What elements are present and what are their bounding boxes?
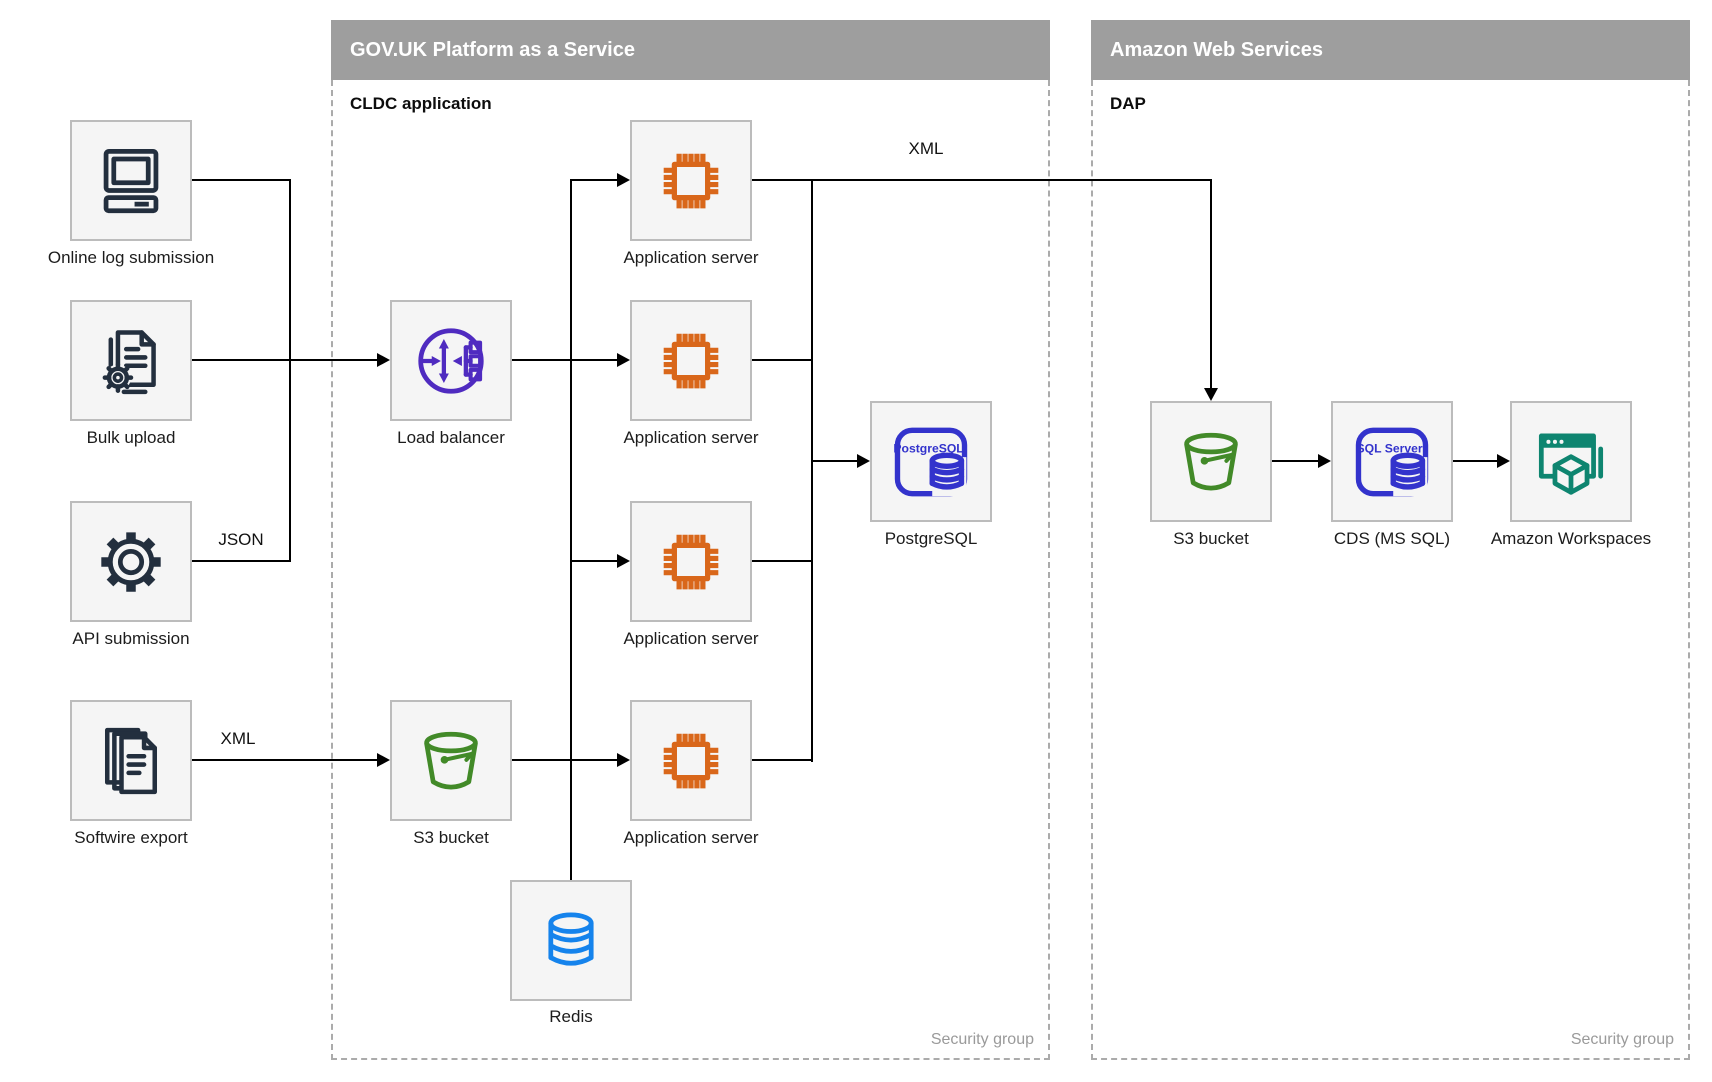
app-server-4-label: Application server <box>623 828 759 847</box>
redis-label: Redis <box>549 1007 593 1026</box>
gear-icon <box>101 531 161 592</box>
arrowhead-into-cds <box>1318 454 1331 468</box>
aws-container: Amazon Web Services DAP Security group <box>1091 20 1690 1060</box>
amazon-workspaces-node <box>1510 401 1632 522</box>
online-log-label: Online log submission <box>47 248 215 267</box>
cldc-application-label: CLDC application <box>350 94 492 113</box>
app-server-4-node <box>630 700 752 821</box>
edge-softwire-xml-to-s3 <box>192 759 377 761</box>
edge-onlinelog-to-merge <box>192 179 291 181</box>
cpu-chip-icon <box>663 153 719 208</box>
app-server-3-label: Application server <box>623 629 759 648</box>
softwire-export-label: Softwire export <box>74 828 188 847</box>
s3-bucket-icon <box>424 731 478 789</box>
aws-header: Amazon Web Services <box>1091 20 1690 80</box>
cpu-chip-icon <box>663 733 719 788</box>
govuk-paas-body: CLDC application Security group <box>331 80 1050 1060</box>
svg-text:PostgreSQL: PostgreSQL <box>893 441 964 455</box>
edge-api-json-to-merge <box>192 560 291 562</box>
cpu-chip-icon <box>663 534 719 589</box>
dap-label: DAP <box>1110 94 1146 113</box>
svg-text:SQL Server: SQL Server <box>1357 441 1423 455</box>
document-gear-icon <box>102 329 156 394</box>
edge-label-json: JSON <box>218 530 264 549</box>
edge-cds-to-workspaces <box>1452 460 1497 462</box>
edge-collector-vertical <box>811 179 813 762</box>
bulk-upload-node <box>70 300 192 421</box>
edge-s3mid-to-appserver4 <box>512 759 617 761</box>
edge-appserver2-out <box>752 359 813 361</box>
aws-title: Amazon Web Services <box>1110 38 1324 61</box>
edge-branch-to-appserver1 <box>570 179 617 181</box>
load-balancer-node <box>390 300 512 421</box>
app-server-2-label: Application server <box>623 428 759 447</box>
sql-server-database-icon: SQL Server <box>1355 427 1429 496</box>
bulk-upload-label: Bulk upload <box>86 428 176 447</box>
app-server-3-node <box>630 501 752 622</box>
arrowhead-into-postgresql <box>857 454 870 468</box>
amazon-workspaces-label: Amazon Workspaces <box>1490 529 1652 548</box>
arrowhead-into-workspaces <box>1497 454 1510 468</box>
govuk-paas-title: GOV.UK Platform as a Service <box>350 38 635 61</box>
arrowhead-into-loadbalancer <box>377 353 390 367</box>
postgresql-node: PostgreSQL <box>870 401 992 522</box>
edge-loadbalancer-to-appserver2 <box>512 359 617 361</box>
aws-body: DAP Security group <box>1091 80 1690 1060</box>
aws-s3-bucket-label: S3 bucket <box>1173 529 1249 548</box>
edge-label-xml-to-aws: XML <box>908 139 944 158</box>
aws-security-group-label: Security group <box>1570 1031 1674 1048</box>
online-log-node <box>70 120 192 241</box>
app-server-1-label: Application server <box>623 248 759 267</box>
edge-to-postgresql <box>811 460 857 462</box>
arrowhead-into-s3-mid <box>377 753 390 767</box>
load-balancer-label: Load balancer <box>397 428 505 447</box>
edge-appserver4-out <box>752 759 813 761</box>
postgresql-database-icon: PostgreSQL <box>893 427 968 496</box>
app-server-2-node <box>630 300 752 421</box>
postgresql-label: PostgreSQL <box>884 529 978 548</box>
app-server-1-node <box>630 120 752 241</box>
aws-s3-bucket-node <box>1150 401 1272 522</box>
arrowhead-into-appserver4 <box>617 753 630 767</box>
edge-distribution-vertical <box>570 180 572 881</box>
edge-branch-to-appserver3 <box>570 560 617 562</box>
edge-label-xml-softwire: XML <box>220 729 256 748</box>
edge-awss3-to-cds <box>1272 460 1318 462</box>
softwire-export-node <box>70 700 192 821</box>
desktop-computer-icon <box>103 148 159 213</box>
cpu-chip-icon <box>663 333 719 388</box>
govuk-paas-container: GOV.UK Platform as a Service CLDC applic… <box>331 20 1050 1060</box>
s3-bucket-mid-node <box>390 700 512 821</box>
arrowhead-into-aws-s3 <box>1204 388 1218 401</box>
redis-node <box>510 880 632 1001</box>
stacked-documents-icon <box>104 727 158 794</box>
api-submission-node <box>70 501 192 622</box>
arrowhead-into-appserver2 <box>617 353 630 367</box>
arrowhead-into-appserver1 <box>617 173 630 187</box>
govuk-paas-header: GOV.UK Platform as a Service <box>331 20 1050 80</box>
s3-bucket-mid-label: S3 bucket <box>413 828 489 847</box>
load-balancer-icon <box>418 327 484 394</box>
govuk-security-group-label: Security group <box>930 1031 1034 1048</box>
api-submission-label: API submission <box>72 629 190 648</box>
edge-bulkupload-to-loadbalancer <box>192 359 377 361</box>
arrowhead-into-appserver3 <box>617 554 630 568</box>
edge-merge-vertical <box>289 180 291 562</box>
s3-bucket-icon <box>1184 432 1238 490</box>
edge-down-into-aws-s3 <box>1210 180 1212 388</box>
edge-appserver3-out <box>752 560 813 562</box>
edge-appserver1-xml-to-aws <box>752 179 1212 181</box>
cds-mssql-node: SQL Server <box>1331 401 1453 522</box>
cds-mssql-label: CDS (MS SQL) <box>1333 529 1451 548</box>
workspaces-window-cube-icon <box>1538 433 1604 495</box>
database-cylinder-icon <box>548 912 594 966</box>
